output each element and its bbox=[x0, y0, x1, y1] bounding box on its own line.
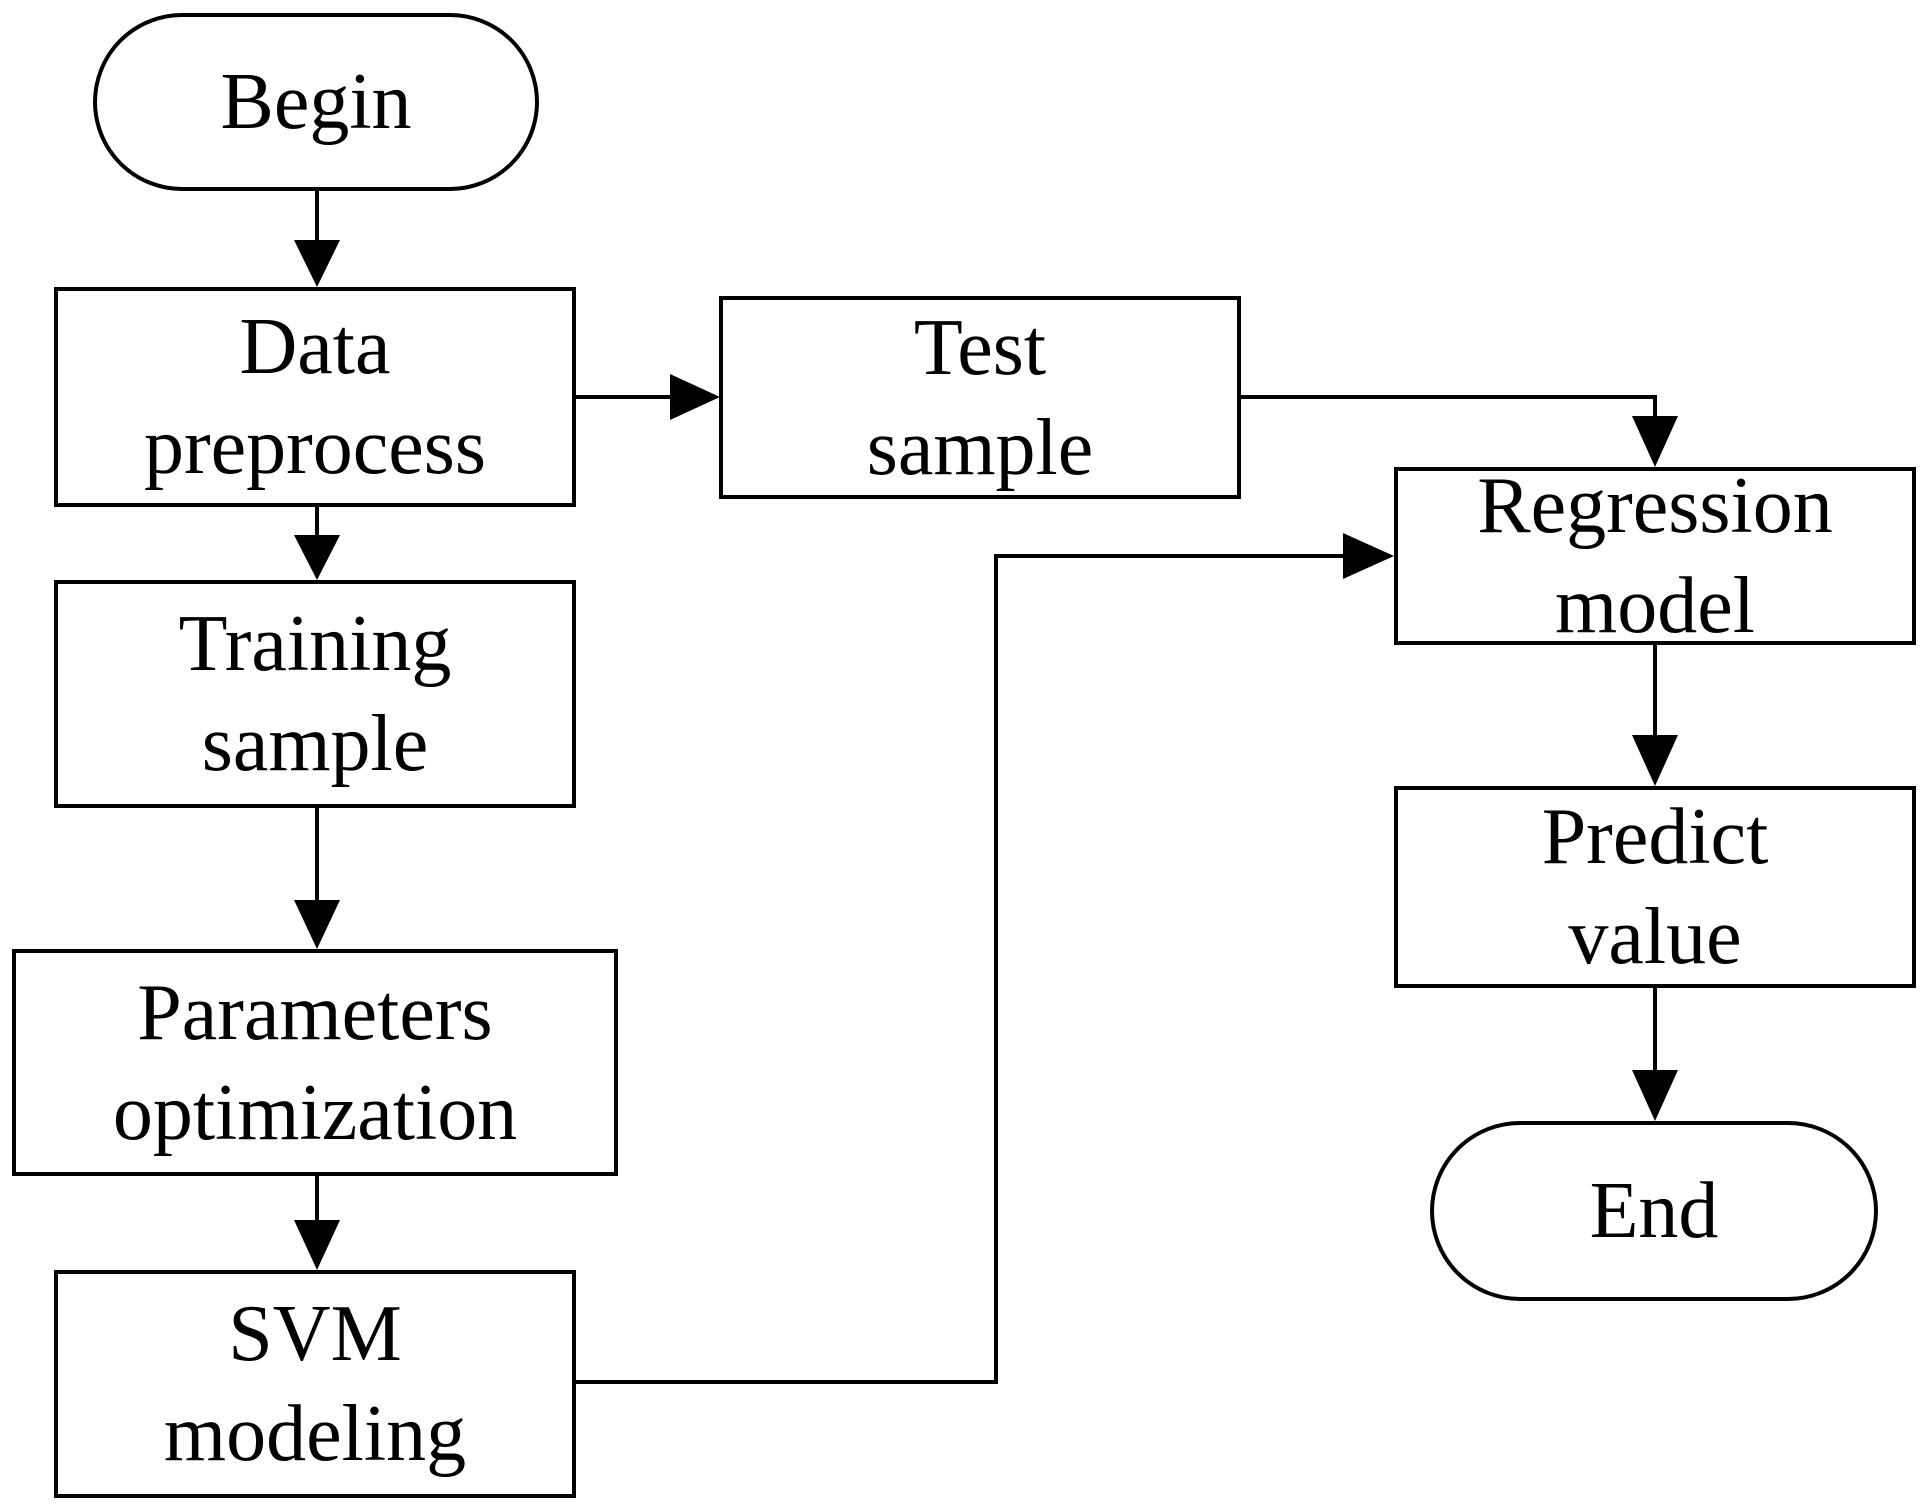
svm-modeling-box: SVM modeling bbox=[54, 1270, 576, 1498]
begin-terminal: Begin bbox=[93, 13, 539, 191]
test-sample-label: Test sample bbox=[866, 303, 1094, 492]
data-preprocess-box: Data preprocess bbox=[54, 287, 576, 507]
data-preprocess-label: Data preprocess bbox=[143, 303, 487, 491]
arrowhead-regression-model-to-predict-value bbox=[1632, 735, 1678, 786]
regression-model-label: Regression model bbox=[1477, 462, 1833, 650]
parameters-optimization-label: Parameters optimization bbox=[112, 968, 518, 1157]
predict-value-label: Predict value bbox=[1541, 793, 1769, 981]
test-sample-box: Test sample bbox=[719, 296, 1241, 499]
arrowhead-test-sample-to-regression-model bbox=[1632, 416, 1678, 467]
edge-test-sample-to-regression-model bbox=[1240, 395, 1657, 420]
edge-svm-modeling-to-regression-model bbox=[575, 554, 1348, 1384]
arrowhead-data-preprocess-to-test-sample bbox=[670, 374, 720, 420]
end-label: End bbox=[1589, 1167, 1719, 1255]
arrowhead-predict-value-to-end bbox=[1632, 1070, 1678, 1121]
arrowhead-svm-modeling-to-regression-model bbox=[1343, 533, 1394, 579]
parameters-optimization-box: Parameters optimization bbox=[12, 949, 618, 1176]
end-terminal: End bbox=[1430, 1121, 1878, 1301]
training-sample-box: Training sample bbox=[54, 580, 576, 808]
begin-label: Begin bbox=[220, 58, 412, 146]
arrowhead-parameters-optimization-to-svm-modeling bbox=[294, 1220, 340, 1270]
arrowhead-data-preprocess-to-training-sample bbox=[294, 535, 340, 580]
training-sample-label: Training sample bbox=[178, 600, 452, 788]
predict-value-box: Predict value bbox=[1394, 786, 1916, 988]
svm-modeling-label: SVM modeling bbox=[163, 1290, 467, 1478]
arrowhead-training-sample-to-parameters-optimization bbox=[294, 900, 340, 949]
arrowhead-begin-to-data-preprocess bbox=[294, 240, 340, 287]
regression-model-box: Regression model bbox=[1394, 462, 1916, 650]
